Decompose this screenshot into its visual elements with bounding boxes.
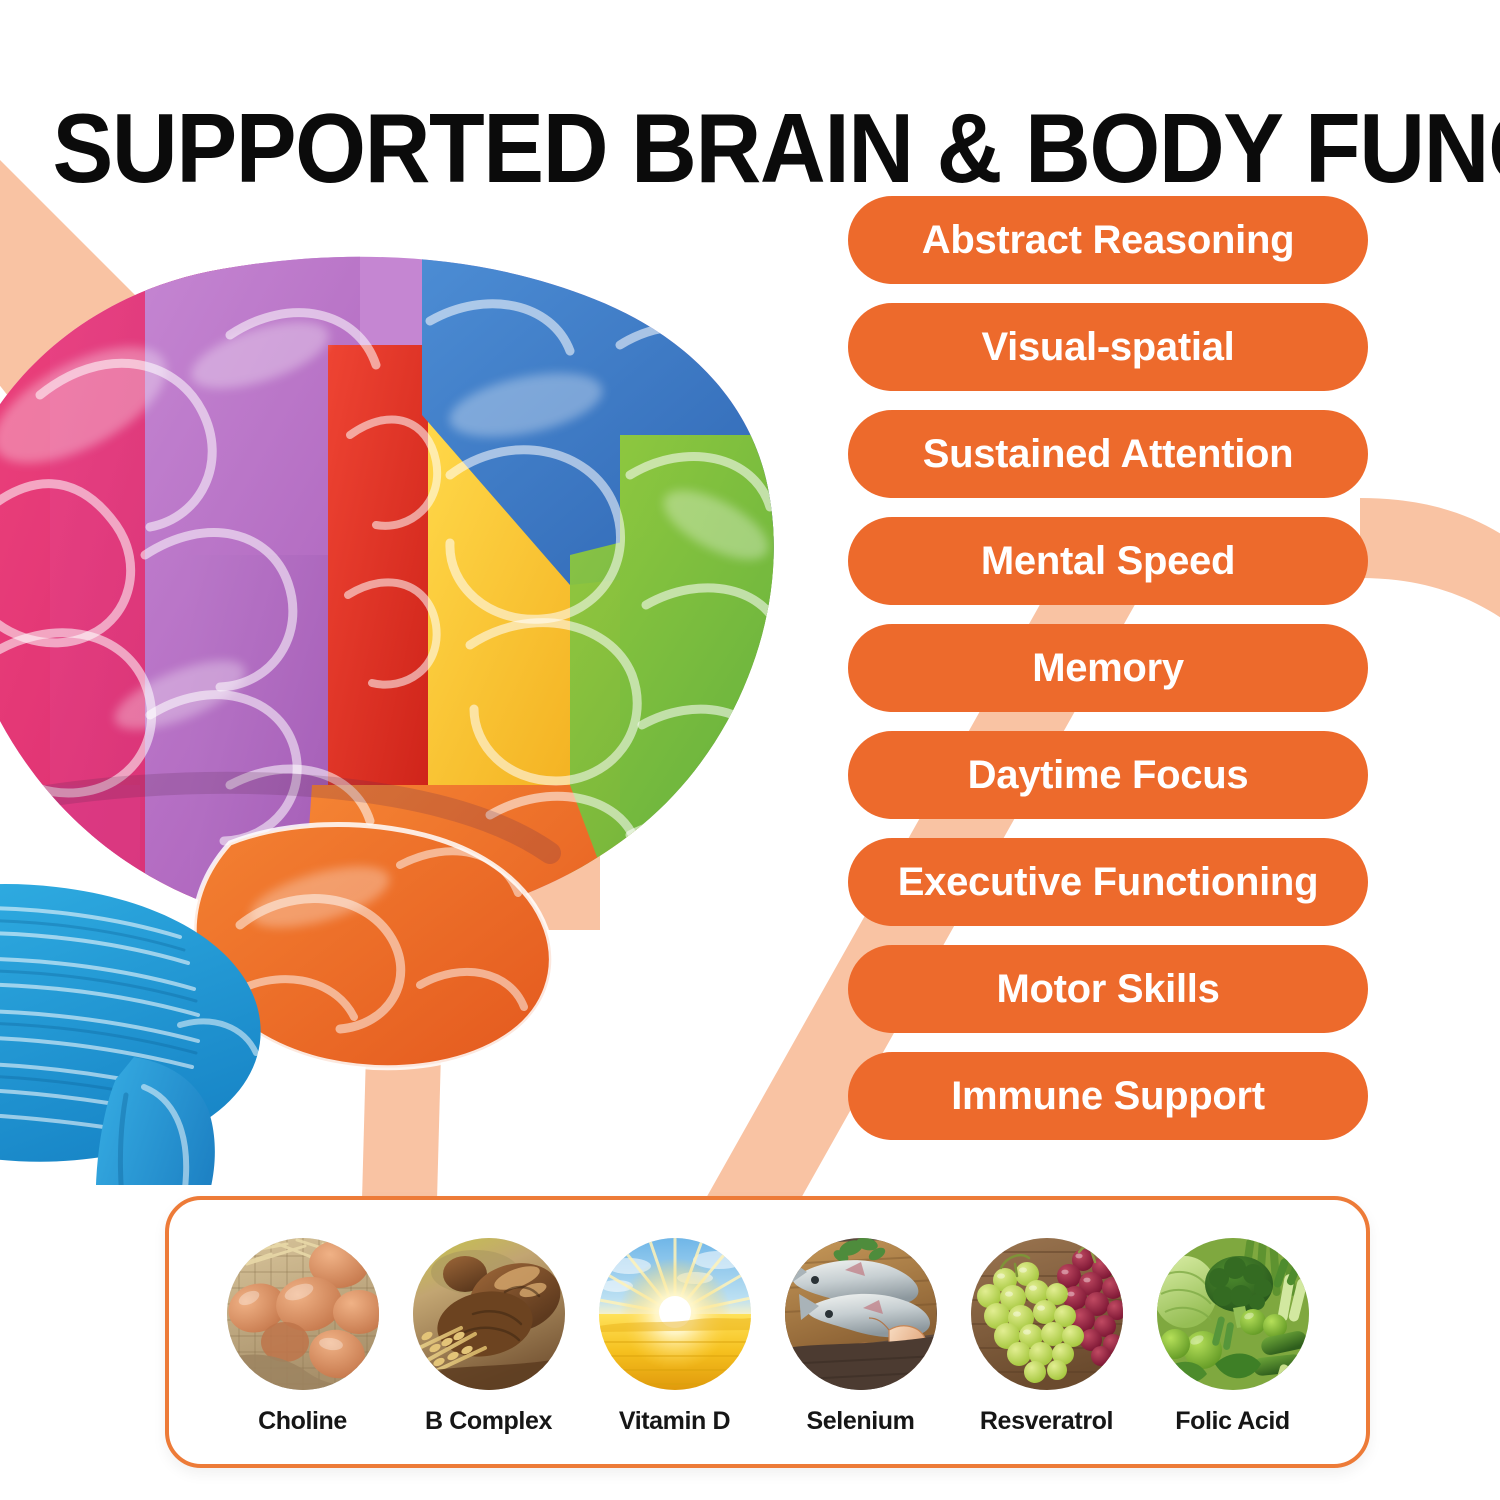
ingredient-item-vitamin-d[interactable]: Vitamin D	[598, 1238, 751, 1436]
ingredient-label: Choline	[258, 1407, 347, 1435]
function-pill-label: Executive Functioning	[897, 860, 1319, 904]
grapes-photo-icon	[970, 1238, 1123, 1390]
ingredients-card: Choline	[165, 1196, 1370, 1468]
ingredient-label: Folic Acid	[1175, 1407, 1290, 1435]
function-pill-mental-speed[interactable]: Mental Speed	[848, 517, 1368, 605]
eggs-photo-icon	[226, 1238, 379, 1390]
ingredient-label: Selenium	[806, 1407, 915, 1435]
ingredient-item-b-complex[interactable]: B Complex	[412, 1238, 565, 1436]
function-pill-label: Immune Support	[951, 1074, 1265, 1118]
function-pill-immune-support[interactable]: Immune Support	[848, 1052, 1368, 1140]
ingredient-label: B Complex	[425, 1407, 552, 1435]
page-title: SUPPORTED BRAIN & BODY FUNCTIONS	[52, 92, 1500, 203]
ingredient-label: Resveratrol	[979, 1407, 1114, 1435]
ingredient-label: Vitamin D	[618, 1407, 731, 1435]
function-pill-visual-spatial[interactable]: Visual-spatial	[848, 303, 1368, 391]
brain-illustration	[0, 225, 860, 1185]
ingredient-item-folic-acid[interactable]: Folic Acid	[1156, 1238, 1309, 1436]
function-pill-label: Daytime Focus	[967, 753, 1249, 797]
function-pill-label: Mental Speed	[980, 539, 1236, 583]
function-pill-motor-skills[interactable]: Motor Skills	[848, 945, 1368, 1033]
function-pill-label: Sustained Attention	[922, 432, 1294, 476]
supported-functions-list: Abstract Reasoning Visual-spatial Sustai…	[848, 196, 1368, 1140]
fish-photo-icon	[784, 1238, 937, 1390]
ingredient-item-selenium[interactable]: Selenium	[784, 1238, 937, 1436]
function-pill-label: Abstract Reasoning	[921, 218, 1295, 262]
function-pill-memory[interactable]: Memory	[848, 624, 1368, 712]
ingredient-item-resveratrol[interactable]: Resveratrol	[970, 1238, 1123, 1436]
ingredient-item-choline[interactable]: Choline	[226, 1238, 379, 1436]
function-pill-sustained-attention[interactable]: Sustained Attention	[848, 410, 1368, 498]
function-pill-abstract-reasoning[interactable]: Abstract Reasoning	[848, 196, 1368, 284]
function-pill-label: Visual-spatial	[981, 325, 1235, 369]
function-pill-daytime-focus[interactable]: Daytime Focus	[848, 731, 1368, 819]
function-pill-executive-functioning[interactable]: Executive Functioning	[848, 838, 1368, 926]
sunrise-photo-icon	[598, 1238, 751, 1390]
function-pill-label: Memory	[1032, 646, 1184, 690]
green-vegetables-photo-icon	[1156, 1238, 1309, 1390]
function-pill-label: Motor Skills	[996, 967, 1220, 1011]
bread-photo-icon	[412, 1238, 565, 1390]
